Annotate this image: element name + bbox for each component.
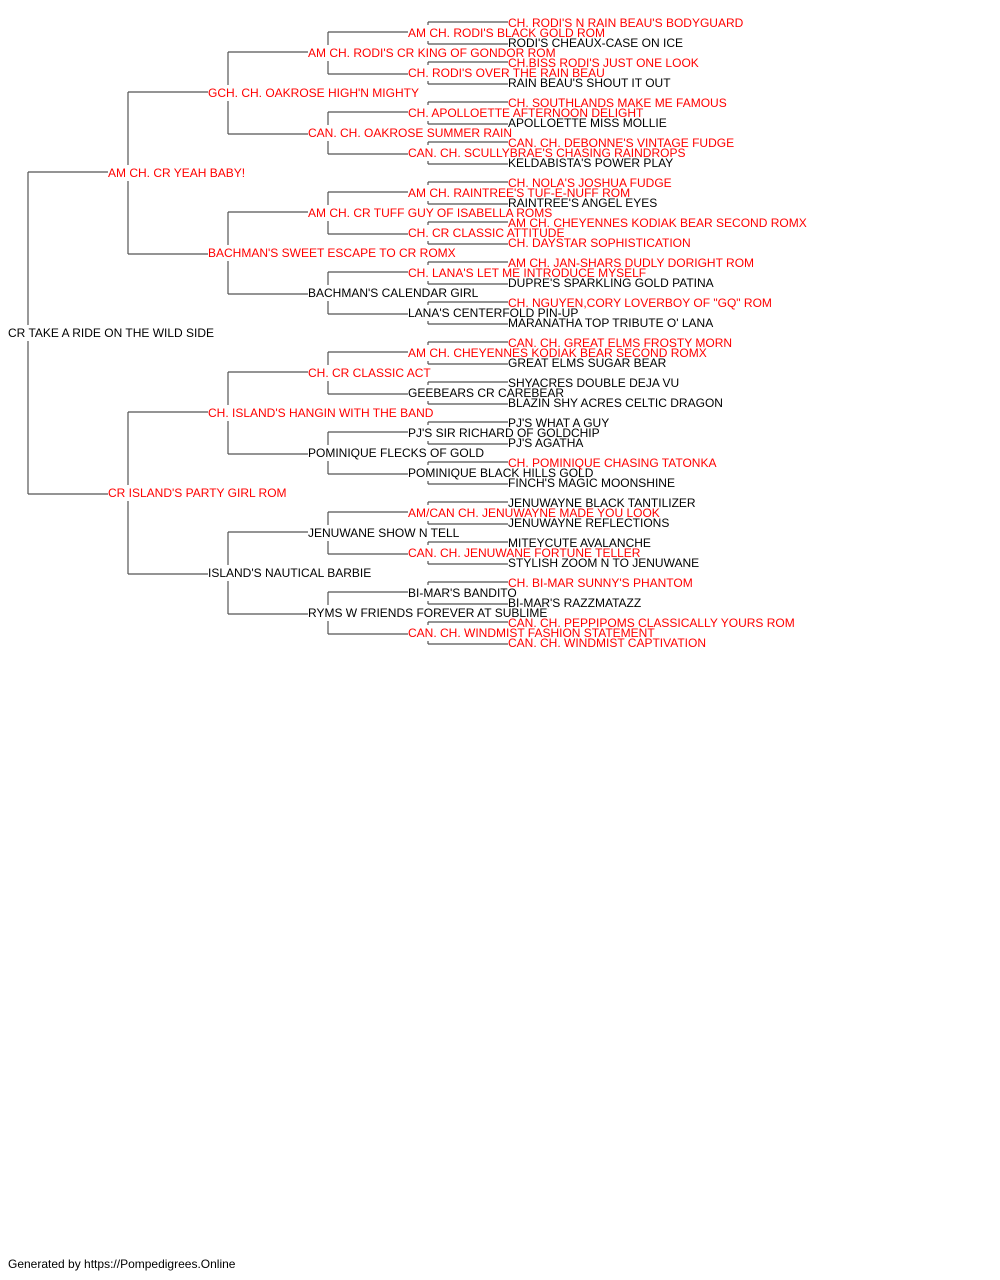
gen4-sire-name: AM CH. CHEYENNES KODIAK BEAR SECOND ROMX (408, 346, 707, 360)
gen5-sire-name: CAN. CH. DEBONNE'S VINTAGE FUDGE (508, 136, 735, 150)
gen5-dam-name: CH. DAYSTAR SOPHISTICATION (508, 236, 691, 250)
gen5-dam-name: CAN. CH. WINDMIST CAPTIVATION (508, 636, 707, 650)
gen5-sire-name: AM CH. CHEYENNES KODIAK BEAR SECOND ROMX (508, 216, 807, 230)
gen4-sire-name: AM/CAN CH. JENUWAYNE MADE YOU LOOK (408, 506, 660, 520)
gen3-sire-name: JENUWANE SHOW N TELL (308, 526, 460, 540)
gen4-dam-name: LANA'S CENTERFOLD PIN-UP (408, 306, 579, 320)
gen5-sire-name: CH. RODI'S N RAIN BEAU'S BODYGUARD (508, 16, 744, 30)
gen5-sire-name: CH. NOLA'S JOSHUA FUDGE (508, 176, 672, 190)
gen2-sire-name: GCH. CH. OAKROSE HIGH'N MIGHTY (208, 86, 419, 100)
gen5-sire-name: JENUWAYNE BLACK TANTILIZER (508, 496, 696, 510)
gen5-sire-name: CAN. CH. GREAT ELMS FROSTY MORN (508, 336, 733, 350)
gen1-dam-name: CR ISLAND'S PARTY GIRL ROM (108, 486, 287, 500)
gen5-sire-name: CH. BI-MAR SUNNY'S PHANTOM (508, 576, 693, 590)
gen4-sire-name: BI-MAR'S BANDITO (408, 586, 517, 600)
subject-dog-name: CR TAKE A RIDE ON THE WILD SIDE (8, 326, 215, 340)
gen3-sire-name: AM CH. CR TUFF GUY OF ISABELLA ROMS (308, 206, 553, 220)
gen4-dam-name: CAN. CH. WINDMIST FASHION STATEMENT (408, 626, 655, 640)
gen5-sire-name: SHYACRES DOUBLE DEJA VU (508, 376, 680, 390)
gen5-sire-name: PJ'S WHAT A GUY (508, 416, 610, 430)
gen5-dam-name: RODI'S CHEAUX-CASE ON ICE (508, 36, 683, 50)
gen5-dam-name: BI-MAR'S RAZZMATAZZ (508, 596, 642, 610)
gen4-sire-name: CH. APOLLOETTE AFTERNOON DELIGHT (408, 106, 644, 120)
gen5-dam-name: RAINTREE'S ANGEL EYES (508, 196, 658, 210)
gen2-sire-name: CH. ISLAND'S HANGIN WITH THE BAND (208, 406, 434, 420)
gen5-dam-name: MARANATHA TOP TRIBUTE O' LANA (508, 316, 714, 330)
gen4-dam-name: CAN. CH. JENUWANE FORTUNE TELLER (408, 546, 641, 560)
gen3-dam-name: POMINIQUE FLECKS OF GOLD (308, 446, 485, 460)
gen3-dam-name: RYMS W FRIENDS FOREVER AT SUBLIME (308, 606, 548, 620)
gen5-dam-name: JENUWAYNE REFLECTIONS (508, 516, 670, 530)
gen5-dam-name: RAIN BEAU'S SHOUT IT OUT (508, 76, 671, 90)
gen1-sire-name: AM CH. CR YEAH BABY! (108, 166, 246, 180)
gen5-dam-name: GREAT ELMS SUGAR BEAR (508, 356, 667, 370)
gen5-dam-name: KELDABISTA'S POWER PLAY (508, 156, 674, 170)
gen4-sire-name: AM CH. RAINTREE'S TUF-E-NUFF ROM (408, 186, 631, 200)
gen4-dam-name: CH. RODI'S OVER THE RAIN BEAU (408, 66, 605, 80)
gen4-sire-name: AM CH. RODI'S BLACK GOLD ROM (408, 26, 605, 40)
gen5-dam-name: BLAZIN SHY ACRES CELTIC DRAGON (508, 396, 723, 410)
gen2-dam-name: ISLAND'S NAUTICAL BARBIE (208, 566, 372, 580)
gen5-dam-name: FINCH'S MAGIC MOONSHINE (508, 476, 675, 490)
gen3-sire-name: CH. CR CLASSIC ACT (308, 366, 431, 380)
gen4-dam-name: CAN. CH. SCULLYBRAE'S CHASING RAINDROPS (408, 146, 686, 160)
gen5-sire-name: AM CH. JAN-SHARS DUDLY DORIGHT ROM (508, 256, 755, 270)
gen3-sire-name: AM CH. RODI'S CR KING OF GONDOR ROM (308, 46, 556, 60)
gen3-dam-name: BACHMAN'S CALENDAR GIRL (308, 286, 479, 300)
gen2-dam-name: BACHMAN'S SWEET ESCAPE TO CR ROMX (208, 246, 456, 260)
gen5-dam-name: DUPRE'S SPARKLING GOLD PATINA (508, 276, 714, 290)
gen4-dam-name: GEEBEARS CR CAREBEAR (408, 386, 565, 400)
gen4-dam-name: POMINIQUE BLACK HILLS GOLD (408, 466, 594, 480)
gen4-sire-name: PJ'S SIR RICHARD OF GOLDCHIP (408, 426, 600, 440)
gen5-sire-name: MITEYCUTE AVALANCHE (508, 536, 651, 550)
footer-credit: Generated by https://Pompedigrees.Online (8, 1257, 236, 1271)
gen5-dam-name: APOLLOETTE MISS MOLLIE (508, 116, 667, 130)
gen5-dam-name: PJ'S AGATHA (508, 436, 584, 450)
gen3-dam-name: CAN. CH. OAKROSE SUMMER RAIN (308, 126, 513, 140)
gen5-sire-name: CH. SOUTHLANDS MAKE ME FAMOUS (508, 96, 727, 110)
gen5-dam-name: STYLISH ZOOM N TO JENUWANE (508, 556, 700, 570)
gen5-sire-name: CH. POMINIQUE CHASING TATONKA (508, 456, 717, 470)
gen5-sire-name: CAN. CH. PEPPIPOMS CLASSICALLY YOURS ROM (508, 616, 795, 630)
gen5-sire-name: CH.BISS RODI'S JUST ONE LOOK (508, 56, 699, 70)
gen4-sire-name: CH. LANA'S LET ME INTRODUCE MYSELF (408, 266, 647, 280)
gen4-dam-name: CH. CR CLASSIC ATTITUDE (408, 226, 565, 240)
gen5-sire-name: CH. NGUYEN,CORY LOVERBOY OF "GQ" ROM (508, 296, 772, 310)
